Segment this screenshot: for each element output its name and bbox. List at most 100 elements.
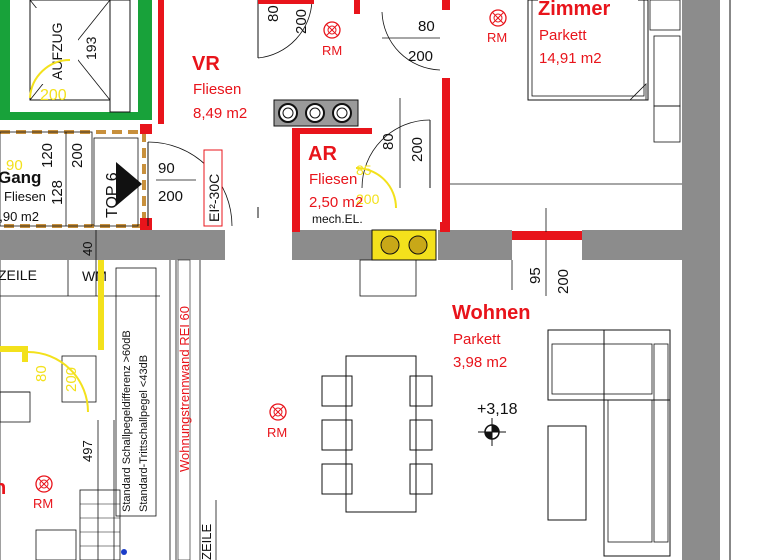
sound-note-box: [115, 267, 157, 517]
elevation-label: +3,18: [477, 401, 518, 418]
wohnen-area: 3,98 m2: [453, 354, 507, 371]
vr-area: 8,49 m2: [193, 105, 247, 122]
blue-dot-icon: [121, 549, 127, 555]
dim-95: 95: [527, 267, 544, 284]
red-corner-1: [140, 124, 152, 134]
smoke-detector-icon: [489, 9, 507, 27]
rm-label-4: RM: [267, 425, 287, 440]
zimmer-name: Zimmer: [538, 0, 610, 20]
dim-200-zimmer: 200: [408, 48, 433, 65]
wall-ar: [292, 230, 372, 260]
aufzug-label: AUFZUG: [49, 22, 65, 80]
ar-wall-top: [292, 128, 372, 134]
dim-128: 128: [49, 180, 66, 205]
yellow-line-1: [98, 260, 104, 350]
left-box-bottom: [35, 529, 77, 560]
dim-80-left: 80: [33, 365, 50, 382]
elevation-marker-icon: [478, 418, 506, 446]
fire-door-box: [203, 149, 223, 227]
stair-box: [79, 489, 121, 560]
left-cabinet-2: [0, 391, 31, 423]
dim-90-door: 90: [158, 160, 175, 177]
top-label-box: [93, 137, 139, 227]
sofa-seat: [607, 399, 653, 543]
wardrobe-1: [653, 35, 681, 107]
yellow-line-3: [22, 346, 28, 362]
shaft-circle-1: [380, 235, 400, 255]
nightstand: [649, 0, 681, 31]
dim-85: 85: [356, 162, 372, 178]
dining-table: [345, 355, 417, 513]
gang-outline: [0, 131, 93, 227]
wall-mid: [438, 230, 512, 260]
chair-right-2: [409, 419, 433, 451]
ar-floor: Fliesen: [309, 171, 357, 188]
entry-arrow: [116, 162, 142, 206]
top-label: TOP 6: [104, 172, 121, 218]
bed-fold: [629, 83, 647, 101]
chair-left-2: [321, 419, 353, 451]
dim-40: 40: [80, 242, 95, 256]
zimmer-area: 14,91 m2: [539, 50, 602, 67]
wall-left: [0, 230, 225, 260]
red-corner-2: [140, 218, 152, 230]
dim-200-ar: 200: [409, 137, 426, 162]
zimmer-text-bg: [538, 0, 638, 70]
elevator-wall-bottom: [0, 112, 152, 120]
sofa-back: [653, 343, 669, 543]
shaft-circle-2: [408, 235, 428, 255]
elevator-shaft-inner: [109, 0, 131, 113]
dim-200-door: 200: [158, 188, 183, 205]
zimmer-door-gap: [442, 10, 450, 78]
heating-unit-circles: [278, 103, 352, 123]
sofa-cushion: [551, 343, 653, 395]
sofa-side: [603, 329, 671, 557]
sound-note-1: Standard Schallpegeldifferenz >60dB: [121, 330, 133, 512]
dim-200-left: 200: [63, 367, 80, 392]
fire-door-label: EI²-30C: [206, 174, 222, 222]
top-door-red: [258, 0, 314, 4]
partition-wall: [177, 259, 191, 560]
dim-200-ar2: 200: [356, 191, 380, 207]
rm-label-1: RM: [322, 43, 342, 58]
wall-red-lintel: [512, 231, 582, 240]
smoke-detector-icon: [35, 475, 53, 493]
yellow-line-2: [0, 346, 26, 352]
chair-left-3: [321, 463, 353, 495]
wohnen-recess: [359, 259, 417, 297]
zimmer-wall-stub: [354, 0, 360, 14]
smoke-detector-icon: [269, 403, 287, 421]
wohnen-name: Wohnen: [452, 302, 531, 324]
vr-floor: Fliesen: [193, 81, 241, 98]
partial-room-letter: n: [0, 477, 6, 499]
ar-wall-left: [292, 128, 300, 232]
ar-door-arc: [361, 119, 431, 189]
cabinet-left: [61, 355, 97, 403]
coffee-table: [547, 425, 587, 521]
elevator-wall-right: [138, 0, 152, 120]
rm-label-2: RM: [487, 30, 507, 45]
wohnen-floor: Parkett: [453, 331, 501, 348]
top-door-arc: [257, 0, 313, 59]
exterior-wall: [682, 0, 720, 560]
chair-right-1: [409, 375, 433, 407]
smoke-detector-icon: [323, 21, 341, 39]
gang-floor: Fliesen: [4, 189, 46, 204]
gang-area: 5,90 m2: [0, 209, 39, 224]
ar-inner-arc: [355, 167, 397, 209]
dim-80-top: 80: [265, 5, 282, 22]
sound-note-2: Standard-Trittschallpegel <43dB: [138, 355, 150, 512]
dim-200-aufzug: 200: [40, 87, 67, 104]
zimmer-door-arc: [381, 11, 441, 71]
wardrobe-2: [653, 105, 681, 143]
left-door-arc: [27, 351, 89, 413]
dim-497: 497: [80, 440, 95, 462]
elevator-wall-left: [0, 0, 10, 120]
gang-name: Gang: [0, 168, 41, 187]
zeile-label-1: ZEILE: [0, 267, 37, 283]
dim-200-wohnen: 200: [555, 269, 572, 294]
elevator-door-arc: [29, 58, 71, 99]
dim-200-gang: 200: [69, 143, 86, 168]
ar-area: 2,50 m2: [309, 194, 363, 211]
